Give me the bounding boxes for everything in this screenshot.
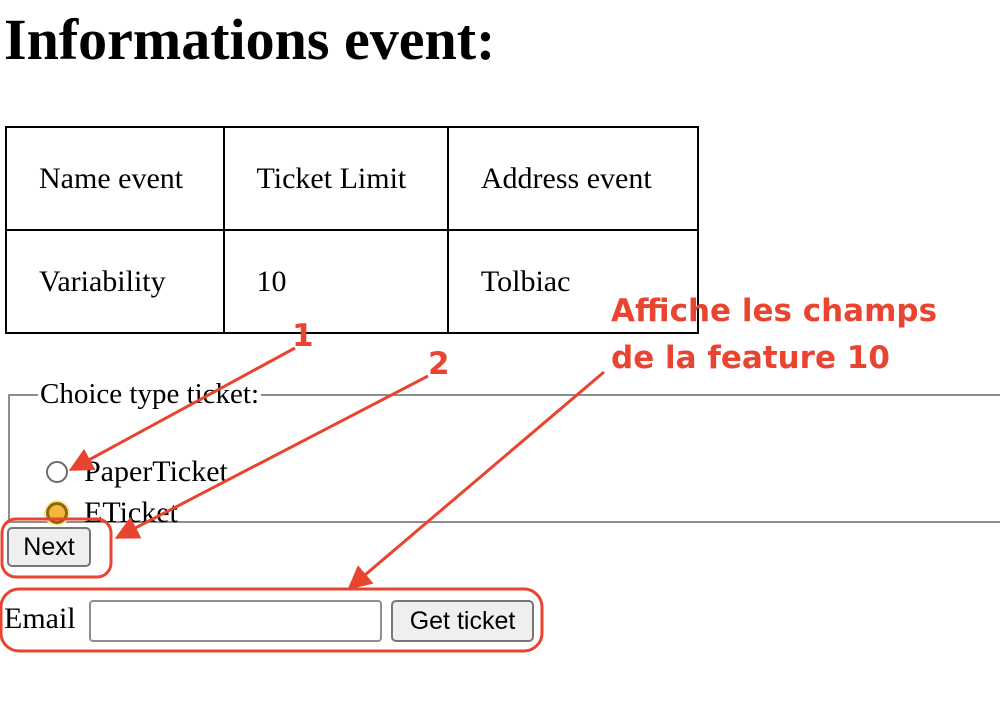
table-row: Variability 10 Tolbiac — [5, 229, 700, 334]
page-title: Informations event: — [4, 7, 496, 72]
header-address-event: Address event — [446, 126, 700, 231]
annotation-note-line-2: de la feature 10 — [611, 340, 890, 376]
next-button[interactable]: Next — [7, 527, 91, 567]
email-label: Email — [4, 602, 76, 635]
ticket-type-legend: Choice type ticket: — [40, 378, 260, 410]
eticket-label: ETicket — [84, 496, 178, 529]
header-ticket-limit: Ticket Limit — [222, 126, 449, 231]
annotation-marker-2: 2 — [428, 346, 450, 382]
eticket-radio[interactable] — [46, 502, 68, 524]
paperticket-label: PaperTicket — [84, 455, 228, 488]
event-info-table: Name event Ticket Limit Address event Va… — [5, 126, 700, 334]
cell-address-event: Tolbiac — [446, 229, 700, 334]
annotation-note-line-1: Affiche les champs — [611, 293, 938, 329]
cell-ticket-limit: 10 — [222, 229, 449, 334]
annotation-marker-1: 1 — [292, 318, 314, 354]
ticket-type-fieldset: Choice type ticket: PaperTicket ETicket — [8, 378, 1000, 529]
header-name-event: Name event — [5, 126, 225, 231]
get-ticket-button[interactable]: Get ticket — [391, 600, 534, 642]
email-field[interactable] — [89, 600, 382, 642]
radio-option-eticket[interactable]: ETicket — [46, 496, 178, 530]
paperticket-radio[interactable] — [46, 461, 68, 483]
radio-option-paperticket[interactable]: PaperTicket — [46, 455, 228, 489]
cell-name-event: Variability — [5, 229, 225, 334]
table-header-row: Name event Ticket Limit Address event — [5, 126, 700, 231]
